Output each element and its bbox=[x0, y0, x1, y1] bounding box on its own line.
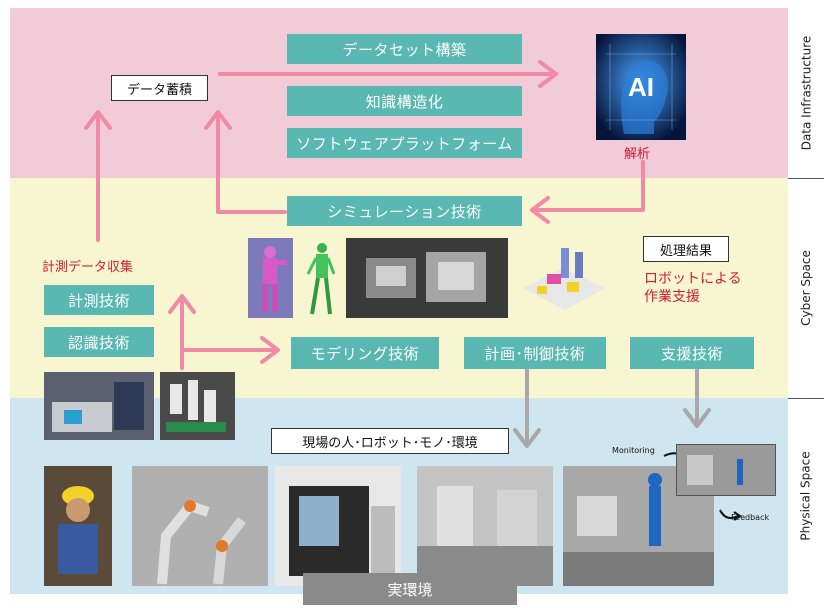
robot-arms-photo bbox=[132, 466, 268, 586]
planning-control-tech-box: 計画･制御技術 bbox=[464, 337, 606, 369]
human-model-image bbox=[248, 238, 293, 318]
factory-floor-photo bbox=[417, 466, 553, 586]
cyber-space-label: Cyber Space bbox=[788, 178, 824, 398]
simulation-box: シミュレーション技術 bbox=[287, 196, 522, 226]
support-tech-box: 支援技術 bbox=[630, 337, 754, 369]
parts-bin-photo bbox=[160, 372, 235, 440]
arrow-ai-to-simulation bbox=[532, 160, 645, 212]
ai-head-image: AI bbox=[596, 34, 686, 140]
skeleton-model-image bbox=[300, 238, 340, 318]
band-separator bbox=[788, 178, 824, 179]
data-accumulation-box: データ蓄積 bbox=[111, 75, 208, 101]
modeling-tech-box: モデリング技術 bbox=[291, 337, 439, 369]
physical-space-label: Physical Space bbox=[788, 398, 824, 594]
measurement-device-photo bbox=[44, 372, 154, 440]
factory-point-cloud-image bbox=[346, 238, 508, 318]
site-elements-box: 現場の人･ロボット･モノ･環境 bbox=[271, 428, 509, 454]
svg-text:AI: AI bbox=[628, 72, 654, 102]
monitoring-label: Monitoring bbox=[612, 446, 655, 455]
measurement-tech-box: 計測技術 bbox=[44, 285, 154, 315]
analysis-label: 解析 bbox=[624, 147, 651, 162]
machine-tool-photo bbox=[275, 466, 401, 586]
measurement-data-collection-label: 計測データ収集 bbox=[42, 260, 134, 275]
data-infrastructure-label: Data Infrastructure bbox=[788, 8, 824, 178]
processing-result-box: 処理結果 bbox=[643, 236, 729, 262]
robot-work-support-label: ロボットによる 作業支援 bbox=[644, 271, 742, 305]
software-platform-box: ソフトウェアプラットフォーム bbox=[287, 128, 522, 158]
feedback-label: Feedback bbox=[731, 513, 770, 522]
feedback-arrow bbox=[719, 509, 739, 519]
monitoring-view-image bbox=[676, 444, 776, 496]
dataset-box: データセット構築 bbox=[287, 34, 522, 64]
band-separator bbox=[788, 398, 824, 399]
knowledge-box: 知識構造化 bbox=[287, 86, 522, 116]
worker-photo bbox=[44, 466, 112, 586]
arrow-simulation-up bbox=[216, 114, 287, 214]
recognition-tech-box: 認識技術 bbox=[44, 327, 154, 357]
robot-simulation-image bbox=[513, 238, 611, 318]
real-environment-label: 実環境 bbox=[303, 573, 517, 605]
